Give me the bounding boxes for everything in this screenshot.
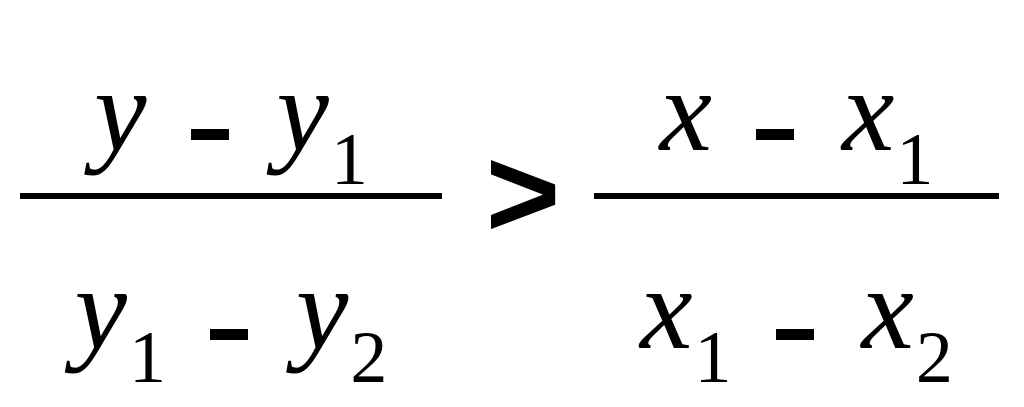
variable-y: y [74,243,127,374]
variable-x: x [640,243,693,374]
subscript: 1 [330,119,368,201]
variable-x: x [861,243,914,374]
variable-x: x [842,45,895,176]
subscript: 1 [896,119,934,201]
variable-y: y [94,45,147,176]
subscript: 2 [350,317,388,399]
minus-sign [775,328,814,340]
minus-sign [190,128,229,140]
right-fraction-bar [594,193,999,199]
minus-sign [756,128,794,140]
variable-y: y [276,45,329,176]
subscript: 2 [915,317,953,399]
variable-x: x [659,45,712,176]
left-fraction-bar [20,193,442,199]
subscript: 1 [129,317,166,399]
subscript: 1 [694,317,732,399]
minus-sign [210,328,248,340]
greater-than-sign: > [485,122,561,265]
variable-y: y [296,243,349,374]
